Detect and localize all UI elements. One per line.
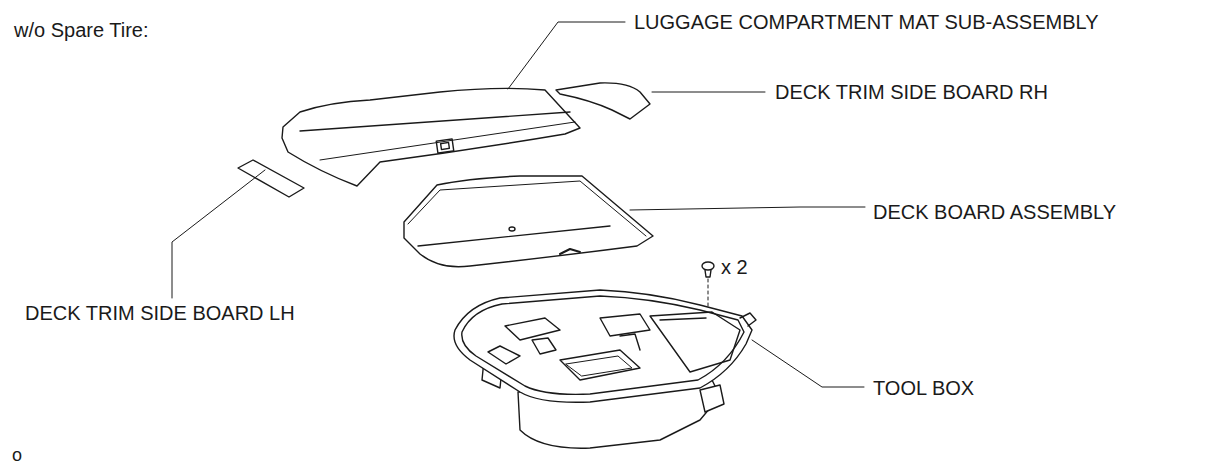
figure-code: o (12, 446, 22, 466)
side-board-lh (238, 160, 304, 197)
part-name: LUGGAGE COMPARTMENT MAT SUB-ASSEMBLY (634, 11, 1099, 33)
quantity-note: x 2 (721, 256, 748, 278)
tool-box (454, 290, 756, 448)
luggage-mat (282, 88, 580, 186)
deck-board (404, 176, 653, 267)
part-name: TOOL BOX (873, 377, 974, 399)
part-name: DECK TRIM SIDE BOARD LH (25, 302, 295, 324)
part-name: DECK TRIM SIDE BOARD RH (775, 81, 1048, 103)
figure-heading: w/o Spare Tire: (14, 19, 149, 41)
leader-lines (172, 22, 865, 387)
part-name: DECK BOARD ASSEMBLY (873, 201, 1116, 223)
side-board-rh (556, 83, 650, 119)
